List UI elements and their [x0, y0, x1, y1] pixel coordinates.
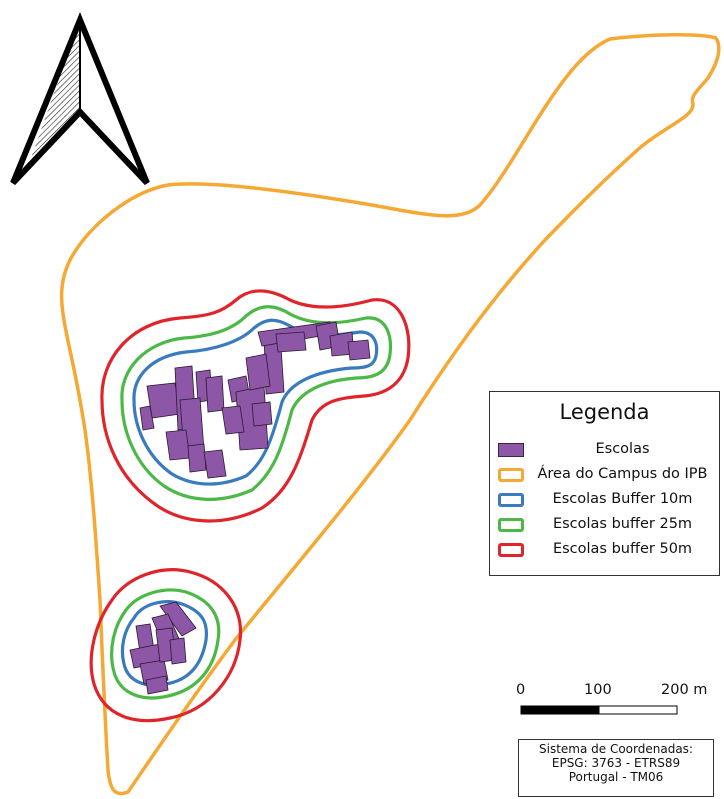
buffer-25m-lower [110, 588, 221, 700]
campus-swatch [498, 468, 524, 482]
buffer-10m-lower [120, 600, 209, 687]
campus-boundary [59, 32, 721, 796]
coordinate-system-line1: Sistema de Coordenadas: [539, 742, 693, 756]
scale-label-100: 100 [584, 682, 612, 698]
buffer-25m-upper [120, 305, 393, 501]
coordinate-system-line3: Portugal - TM06 [568, 770, 664, 784]
coordinate-system-line2: EPSG: 3763 - ETRS89 [551, 756, 681, 770]
schools-lower [129, 601, 197, 695]
north-arrow-icon [10, 12, 150, 186]
legend-label: Escolas [595, 441, 650, 457]
coordinate-system-box: Sistema de Coordenadas: EPSG: 3763 - ETR… [518, 739, 714, 797]
scale-bar [520, 705, 678, 715]
scale-label-200: 200 m [661, 682, 708, 698]
legend-item-campus: Área do Campus do IPB [490, 465, 719, 487]
legend-label: Escolas buffer 25m [552, 516, 693, 532]
buffer-10m-upper [132, 318, 379, 486]
legend-label: Escolas Buffer 10m [552, 491, 693, 507]
scale-label-0: 0 [516, 682, 526, 698]
legend-item-buffer-25m: Escolas buffer 25m [490, 515, 719, 537]
buffer-50m-swatch [498, 543, 524, 557]
buffer-10m-swatch [498, 493, 524, 507]
legend-item-buffer-10m: Escolas Buffer 10m [490, 490, 719, 512]
buffer-25m-swatch [498, 518, 524, 532]
schools-upper [139, 321, 371, 479]
buffer-50m-upper [100, 289, 411, 523]
legend: Legenda Escolas Área do Campus do IPB Es… [489, 391, 720, 576]
legend-title: Legenda [559, 400, 650, 424]
legend-label: Área do Campus do IPB [537, 466, 708, 482]
buffer-50m-lower [89, 568, 243, 723]
schools-swatch [498, 443, 524, 457]
legend-item-buffer-50m: Escolas buffer 50m [490, 540, 719, 562]
legend-item-schools: Escolas [490, 440, 719, 462]
legend-label: Escolas buffer 50m [552, 541, 693, 557]
